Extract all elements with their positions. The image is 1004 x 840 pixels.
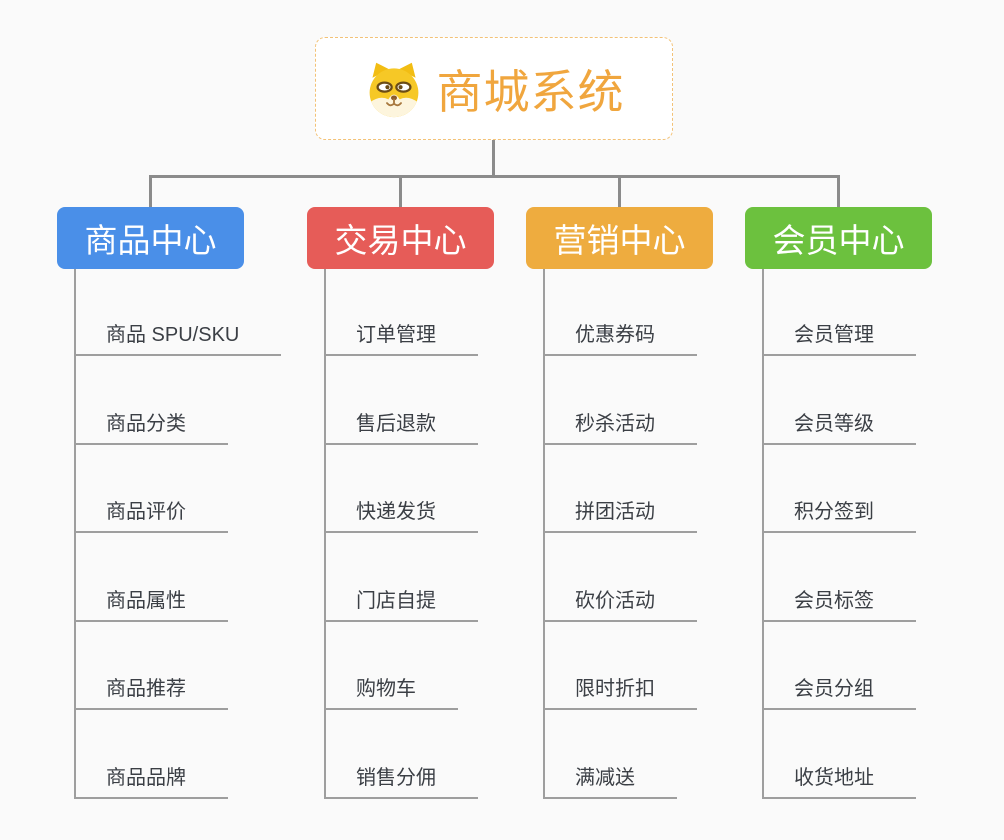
branch-spine xyxy=(324,269,326,798)
child-node[interactable]: 商品评价 xyxy=(74,499,228,533)
child-node[interactable]: 收货地址 xyxy=(762,765,916,799)
branch-products: 商品中心 商品 SPU/SKU 商品分类 商品评价 商品属性 商品推荐 商品品牌 xyxy=(57,207,282,799)
child-node[interactable]: 秒杀活动 xyxy=(543,411,697,445)
connector-trunk xyxy=(492,139,495,177)
branch-spine xyxy=(762,269,764,798)
child-node[interactable]: 售后退款 xyxy=(324,411,478,445)
root-title: 商城系统 xyxy=(436,65,625,118)
connector-stub-2 xyxy=(399,175,402,209)
child-node[interactable]: 会员分组 xyxy=(762,676,916,710)
connector-stub-3 xyxy=(618,175,621,209)
connector-stub-4 xyxy=(837,175,840,209)
shiba-dog-icon xyxy=(369,62,418,117)
child-node[interactable]: 砍价活动 xyxy=(543,588,697,622)
child-node[interactable]: 商品品牌 xyxy=(74,765,228,799)
child-node[interactable]: 会员标签 xyxy=(762,588,916,622)
child-node[interactable]: 商品 SPU/SKU xyxy=(74,322,282,356)
branch-marketing: 营销中心 优惠券码 秒杀活动 拼团活动 砍价活动 限时折扣 满减送 xyxy=(526,207,713,799)
child-node[interactable]: 优惠券码 xyxy=(543,322,697,356)
branch-spine xyxy=(543,269,545,798)
root-node[interactable]: 商城系统 xyxy=(315,37,673,140)
child-node[interactable]: 商品分类 xyxy=(74,411,228,445)
child-node[interactable]: 商品属性 xyxy=(74,588,228,622)
branch-header-marketing[interactable]: 营销中心 xyxy=(526,207,713,269)
child-node[interactable]: 会员等级 xyxy=(762,411,916,445)
branch-trade: 交易中心 订单管理 售后退款 快递发货 门店自提 购物车 销售分佣 xyxy=(307,207,494,799)
child-node[interactable]: 订单管理 xyxy=(324,322,478,356)
branch-header-products[interactable]: 商品中心 xyxy=(57,207,244,269)
branch-header-trade[interactable]: 交易中心 xyxy=(307,207,494,269)
child-node[interactable]: 积分签到 xyxy=(762,499,916,533)
connector-stub-1 xyxy=(149,175,152,209)
child-node[interactable]: 限时折扣 xyxy=(543,676,697,710)
child-node[interactable]: 拼团活动 xyxy=(543,499,697,533)
child-node[interactable]: 满减送 xyxy=(543,765,677,799)
child-node[interactable]: 快递发货 xyxy=(324,499,478,533)
child-node[interactable]: 会员管理 xyxy=(762,322,916,356)
connector-horizontal xyxy=(149,175,840,178)
branch-spine xyxy=(74,269,76,798)
branch-members: 会员中心 会员管理 会员等级 积分签到 会员标签 会员分组 收货地址 xyxy=(745,207,932,799)
branch-header-members[interactable]: 会员中心 xyxy=(745,207,932,269)
child-node[interactable]: 销售分佣 xyxy=(324,765,478,799)
child-node[interactable]: 购物车 xyxy=(324,676,458,710)
child-node[interactable]: 商品推荐 xyxy=(74,676,228,710)
child-node[interactable]: 门店自提 xyxy=(324,588,478,622)
